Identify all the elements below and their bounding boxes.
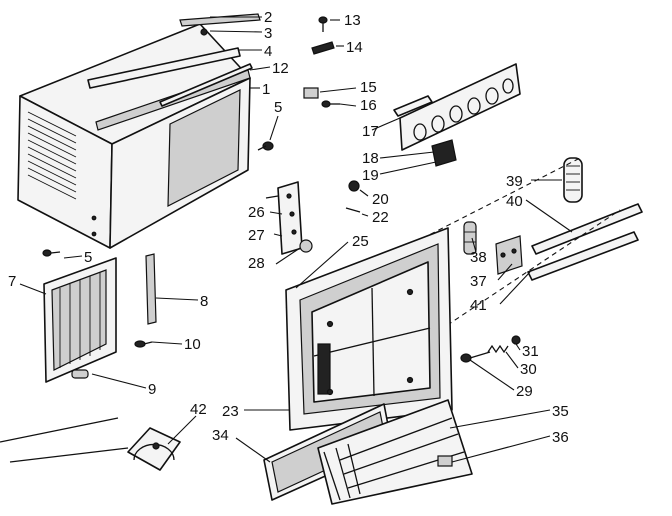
label-13: 13 <box>344 12 361 29</box>
vent-39 <box>563 157 583 203</box>
stray-line-left-2 <box>9 447 129 463</box>
label-8: 8 <box>200 293 208 310</box>
clip-13 <box>318 16 328 32</box>
label-22: 22 <box>372 209 389 226</box>
label-29: 29 <box>516 383 533 400</box>
bracket-8 <box>145 253 157 325</box>
label-28: 28 <box>248 255 265 272</box>
screw-5-top <box>257 141 274 151</box>
label-42: 42 <box>190 401 207 418</box>
part-15 <box>303 87 319 99</box>
label-37: 37 <box>470 273 487 290</box>
switch-18 <box>431 139 457 167</box>
louver-rail-40 <box>527 203 643 281</box>
label-18: 18 <box>362 150 379 167</box>
screw-16 <box>321 100 340 108</box>
tag-36 <box>437 455 453 467</box>
label-16: 16 <box>360 97 377 114</box>
label-19: 19 <box>362 167 379 184</box>
bracket-17 <box>393 95 433 117</box>
screw-26 <box>265 195 279 199</box>
stray-line-left <box>0 417 119 443</box>
knob-20 <box>348 180 360 192</box>
label-26: 26 <box>248 204 265 221</box>
label-36: 36 <box>552 429 569 446</box>
clip-14 <box>311 41 335 55</box>
filter-frame <box>43 257 117 383</box>
spring-30 <box>487 344 509 354</box>
knob-9 <box>71 369 89 379</box>
rail-strip <box>159 63 253 107</box>
label-27: 27 <box>248 227 265 244</box>
screw-10 <box>134 340 153 348</box>
knob-28 <box>299 239 313 253</box>
screw-5-bottom <box>42 249 61 257</box>
cabinet <box>17 23 251 249</box>
label-15: 15 <box>360 79 377 96</box>
label-17: 17 <box>362 123 379 140</box>
label-40: 40 <box>506 193 523 210</box>
label-23: 23 <box>222 403 239 420</box>
label-7: 7 <box>8 273 16 290</box>
label-14: 14 <box>346 39 363 56</box>
label-20: 20 <box>372 191 389 208</box>
bracket-27 <box>277 181 303 255</box>
label-25: 25 <box>352 233 369 250</box>
control-panel <box>399 63 521 151</box>
label-9: 9 <box>148 381 156 398</box>
label-35: 35 <box>552 403 569 420</box>
label-5b: 5 <box>84 249 92 266</box>
label-4: 4 <box>264 43 272 60</box>
label-2: 2 <box>264 9 272 26</box>
label-12: 12 <box>272 60 289 77</box>
cabinet-louvers <box>27 111 77 200</box>
part-42 <box>127 427 181 471</box>
pin-22 <box>345 207 361 213</box>
label-5a: 5 <box>274 99 282 116</box>
label-30: 30 <box>520 361 537 378</box>
label-34: 34 <box>212 427 229 444</box>
label-38: 38 <box>470 249 487 266</box>
top-rail-4 <box>87 47 241 89</box>
label-41: 41 <box>470 297 487 314</box>
label-3: 3 <box>264 25 272 42</box>
leader-lines <box>19 16 573 463</box>
screw-29 <box>460 351 491 363</box>
label-1: 1 <box>262 81 270 98</box>
knob-38 <box>463 221 477 255</box>
label-10: 10 <box>184 336 201 353</box>
front-frame <box>285 227 453 431</box>
screw-3 <box>200 28 208 36</box>
top-rail-2 <box>179 13 261 27</box>
part-number-labels: 2 3 4 12 1 5 13 14 15 16 17 18 19 20 22 … <box>8 9 569 446</box>
label-31: 31 <box>522 343 539 360</box>
bracket-37 <box>495 235 523 275</box>
nut-31 <box>511 335 521 345</box>
label-39: 39 <box>506 173 523 190</box>
